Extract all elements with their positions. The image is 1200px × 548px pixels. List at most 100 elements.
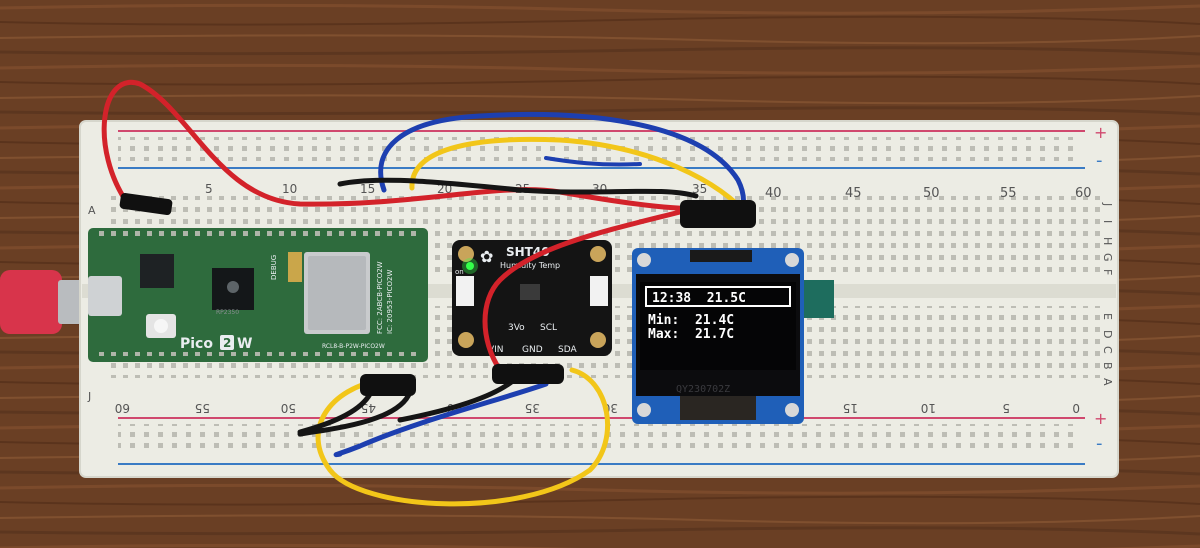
yellow-wire-top (409, 136, 755, 223)
oled-header-pins (690, 250, 752, 262)
col-number: 50 (923, 186, 940, 201)
top-rail-plus-label: + (1094, 123, 1107, 142)
sht40-pin-vin: VIN (488, 345, 504, 355)
pico-variant-badge-box (220, 335, 234, 350)
col-number: 15 (843, 401, 858, 415)
row-letters: J I H G F E D C B A A J (87, 202, 1114, 403)
row-letter: F (1101, 269, 1114, 275)
col-number: 40 (765, 186, 782, 201)
oled-line-max: Max: 21.7C (648, 327, 734, 342)
sht40-pin-gnd: GND (522, 345, 543, 355)
row-letter: A (88, 204, 96, 217)
blue-wire-top (378, 111, 746, 217)
row-letter: D (1101, 330, 1114, 338)
pico-debug-pads (288, 252, 302, 282)
raspberry-logo-icon (227, 281, 239, 293)
wire-plug-cluster-bottom (492, 364, 564, 384)
pico-pin-headers (96, 228, 422, 362)
sht40-mount-hole-tl (458, 246, 474, 262)
pico-board-ref: RCL8-B-P2W-PICO2W (322, 343, 385, 350)
col-number: 10 (921, 401, 936, 415)
sht40-pin-scl: SCL (540, 323, 557, 333)
sht40-sensor-chip (520, 284, 540, 300)
col-number: 55 (195, 401, 210, 415)
pico-variant-suffix: W (237, 336, 252, 352)
sht40-sensor-board: on ✿ SHT40 Humidity Temp 3Vo SCL VIN GND… (452, 240, 612, 356)
pico-chip-mark: RP2350 (216, 309, 239, 316)
pico-debug-label: DEBUG (270, 255, 278, 280)
wire-plug-cluster-top (680, 200, 756, 228)
oled-display-module: QY230702Z 12:38 21.5C Min: 21.4C Max: 21… (632, 248, 804, 424)
row-letter: E (1101, 313, 1114, 320)
red-wire-sensor (482, 201, 713, 373)
col-number: 55 (1000, 186, 1017, 201)
breadboard-teal-tab (804, 280, 834, 318)
sht40-pin-3vo: 3Vo (508, 323, 525, 333)
wire-plug-red (119, 192, 173, 216)
sht40-power-led-glow (462, 258, 478, 274)
sht40-power-led (466, 262, 474, 270)
pico-variant-badge: 2 (223, 336, 231, 350)
col-number: 5 (1002, 401, 1010, 415)
pico-fcc-line-2: IC: 20953-PICO2W (386, 270, 394, 334)
sht40-stemma-connector-right (590, 276, 608, 306)
sht40-mount-hole-tr (590, 246, 606, 262)
col-number: 0 (1072, 401, 1080, 415)
col-number: 35 (692, 182, 707, 196)
jumper-wires (101, 79, 756, 507)
sht40-subtitle: Humidity Temp (500, 261, 560, 270)
row-letter: J (1101, 202, 1114, 206)
top-rail-minus-label: - (1096, 150, 1103, 171)
pico-fcc-line-1: FCC: 2ABCB-PICO2W (376, 261, 384, 334)
oled-mount-hole-tl (637, 253, 651, 267)
black-wire-top (337, 177, 699, 199)
bottom-rail-holes (118, 424, 1078, 452)
sht40-stemma-connector-left (456, 276, 474, 306)
col-number: 50 (281, 401, 296, 415)
blue-wire-bottom (333, 381, 549, 458)
oled-mount-hole-tr (785, 253, 799, 267)
oled-ribbon (680, 396, 756, 420)
row-letter: C (1101, 346, 1114, 354)
sht40-mount-hole-bl (458, 332, 474, 348)
col-number: 15 (360, 182, 375, 196)
pico-model-label: Pico (180, 336, 213, 352)
row-letter: G (1101, 253, 1114, 262)
row-letter: I (1101, 220, 1114, 223)
pico-flash-chip (140, 254, 174, 288)
oled-header-box (645, 286, 791, 307)
bottom-rail-plus-label: + (1094, 409, 1107, 428)
usb-cable (0, 270, 62, 334)
oled-screen (640, 282, 796, 370)
oled-mount-hole-bl (637, 403, 651, 417)
sht40-on-label: on (455, 268, 464, 276)
yellow-wire-bottom (315, 367, 611, 507)
bottom-rail-minus-label: - (1096, 433, 1103, 454)
row-letter: H (1101, 237, 1114, 245)
col-number: 60 (1075, 186, 1092, 201)
adafruit-star-icon: ✿ (480, 247, 493, 266)
top-rail-holes (118, 137, 1078, 161)
col-number: 45 (845, 186, 862, 201)
sht40-mount-hole-br (590, 332, 606, 348)
oled-line-min: Min: 21.4C (648, 313, 734, 328)
row-letter: B (1101, 362, 1114, 370)
oled-mount-hole-br (785, 403, 799, 417)
wire-plug-left-bottom (360, 374, 416, 396)
oled-ribbon-code: QY230702Z (676, 384, 730, 395)
sht40-pin-sda: SDA (558, 345, 577, 355)
col-number: 60 (115, 401, 130, 415)
oled-screen-readout: 12:38 21.5C Min: 21.4C Max: 21.7C (645, 286, 791, 342)
pico-usb-port (88, 276, 122, 316)
blue-wire-short (544, 156, 642, 167)
row-letter: J (87, 390, 91, 403)
col-number: 10 (282, 182, 297, 196)
oled-line-time-temp: 12:38 21.5C (652, 291, 746, 306)
pico-2w-board: RP2350 DEBUG FCC: 2ABCB-PICO2W IC: 20953… (88, 228, 428, 362)
row-letter: A (1101, 378, 1114, 386)
pico-wireless-shield-inner (308, 256, 366, 330)
col-number: 5 (205, 182, 213, 196)
red-wire-power (101, 79, 733, 211)
pico-bootsel-button-cap (154, 319, 168, 333)
